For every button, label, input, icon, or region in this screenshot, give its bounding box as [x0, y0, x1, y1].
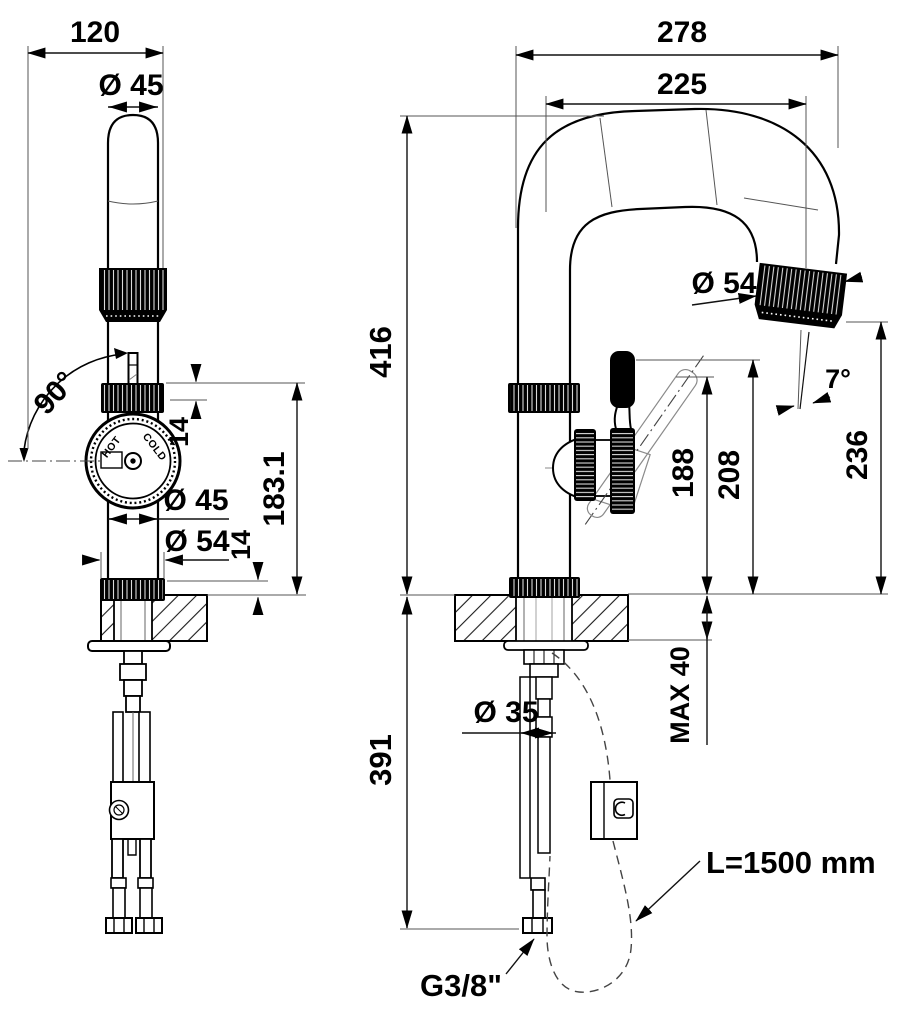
dim-body-diameter: Ø 45	[108, 484, 229, 525]
hose-loop-lower	[546, 840, 633, 993]
callout-supply-connection: G3/8"	[420, 938, 535, 1003]
hose-loop-upper	[551, 652, 611, 781]
dim-overall-depth-label: 278	[657, 16, 707, 49]
dim-collar-offset-label: 14	[164, 417, 194, 447]
dim-deck-thickness-max-label: MAX 40	[665, 646, 695, 744]
dim-base-diameter-label: Ø 54	[164, 525, 229, 558]
spout-seam-1	[599, 117, 613, 208]
front-mounting-hardware	[87, 640, 171, 934]
front-tube-seam	[107, 200, 159, 205]
dim-spout-height: 416	[363, 115, 413, 595]
dim-overall-depth: 278	[515, 16, 839, 61]
callout-hose-length-label: L=1500 mm	[706, 845, 876, 880]
dim-overall-width: 120	[27, 16, 164, 449]
dim-spout-diameter-top-label: Ø 45	[98, 69, 163, 102]
dim-body-diameter-label: Ø 45	[163, 484, 228, 517]
dim-deck-hole-diameter-label: Ø 35	[473, 696, 538, 729]
valve-knurl-ring-right	[610, 428, 635, 514]
side-pullout-hose-pipe	[537, 736, 551, 854]
supply-nut-left	[105, 917, 133, 934]
dim-spray-head-diameter-label: Ø 54	[691, 267, 756, 300]
front-view: HOT COLD 90°	[8, 16, 306, 934]
front-body-tube	[106, 113, 160, 580]
dim-under-deck-depth: 391	[363, 596, 519, 930]
dim-spray-head-angle: 7°	[775, 329, 851, 416]
front-dial-window	[100, 451, 123, 469]
side-collar-ring	[508, 383, 580, 413]
dim-spout-height-label: 416	[363, 326, 398, 378]
side-spout-fill	[518, 108, 840, 596]
side-base-ring	[509, 577, 580, 598]
dim-spout-reach: 225	[545, 68, 807, 110]
front-base-ring	[100, 578, 165, 601]
dim-outlet-clearance: 236	[841, 321, 888, 595]
valve-knurl-ring-left	[574, 429, 596, 501]
lever-grip	[610, 351, 635, 408]
side-spray-head	[754, 262, 848, 329]
dim-spout-reach-label: 225	[657, 68, 707, 101]
dim-spout-diameter-top: Ø 45	[98, 69, 164, 113]
dim-base-diameter: Ø 54	[82, 525, 230, 578]
dim-spray-head-angle-label: 7°	[825, 364, 851, 394]
dim-base-collar-height: 14	[167, 530, 268, 615]
dim-height-above-deck-label: 183.1	[258, 451, 291, 526]
dim-outlet-clearance-label: 236	[841, 430, 874, 480]
side-under-counter	[503, 640, 638, 993]
supply-nut-right	[135, 917, 163, 934]
supply-nut-g38	[522, 917, 553, 934]
front-spray-head-ring	[99, 268, 167, 322]
dim-under-deck-depth-label: 391	[363, 734, 398, 786]
callout-hose-length: L=1500 mm	[635, 845, 876, 922]
side-countertop	[454, 593, 629, 643]
dim-lever-top-height-label: 208	[713, 450, 746, 500]
hose-weight-block	[590, 781, 638, 840]
side-spout-inner	[568, 205, 759, 595]
side-valve-assembly	[545, 351, 704, 529]
dim-overall-width-label: 120	[70, 16, 120, 49]
front-temperature-dial: HOT COLD	[84, 412, 182, 510]
dim-base-collar-height-label: 14	[226, 530, 256, 560]
dim-lever-tilted-height: 188	[667, 376, 714, 595]
dim-height-above-deck: 183.1	[207, 382, 306, 596]
spout-seam-2	[705, 109, 718, 206]
dim-spray-head-diameter: Ø 54	[691, 267, 864, 306]
side-flange	[503, 640, 589, 651]
front-hose-right	[138, 711, 151, 783]
side-lever	[610, 351, 635, 430]
dim-lever-tilted-height-label: 188	[667, 448, 700, 498]
dim-collar-offset: 14	[164, 364, 305, 447]
front-collar-ring	[101, 383, 164, 413]
side-view: 278 225 416	[363, 16, 888, 1003]
dim-lever-top-height: 208	[636, 359, 760, 595]
callout-supply-connection-label: G3/8"	[420, 968, 502, 1003]
dim-deck-thickness-max: MAX 40	[665, 595, 713, 745]
front-hose-left	[112, 711, 124, 783]
side-supply-pipe	[519, 676, 531, 879]
dim-deck-hole-diameter: Ø 35	[462, 696, 556, 739]
